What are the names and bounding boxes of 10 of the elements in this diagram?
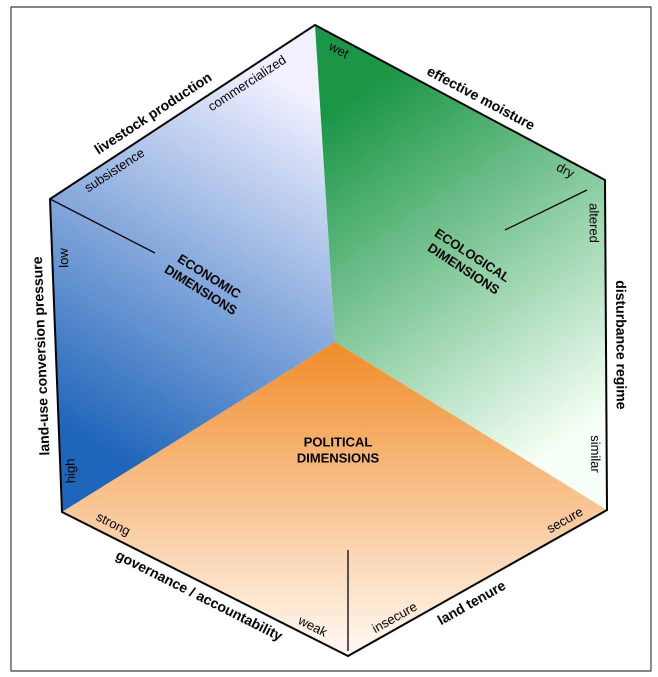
axis-title: land-use conversion pressure <box>34 256 50 455</box>
axis-end-label: altered <box>589 204 600 242</box>
axis-end-label: weak <box>298 617 328 637</box>
axis-end-label: wet <box>330 43 349 59</box>
axis-title: disturbance regime <box>614 280 627 409</box>
axis-end-label: high <box>65 459 78 483</box>
political-face: POLITICAL DIMENSIONS <box>298 437 379 463</box>
axis-end-label: similar <box>590 436 601 473</box>
axis-end-label: dry <box>556 164 575 178</box>
axis-end-label: low <box>58 248 68 268</box>
